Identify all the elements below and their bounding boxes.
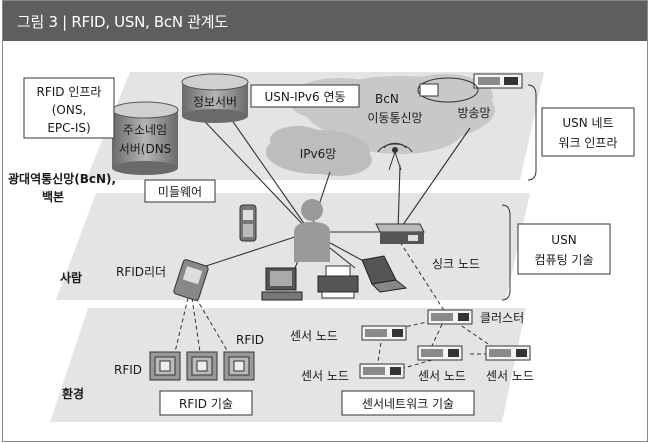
- rfid-infra-label: (ONS,: [52, 103, 87, 117]
- mobile-net-label: 이동통신망: [367, 111, 422, 125]
- pda-reader-icon: [173, 259, 209, 301]
- backbone-label: 광대역통신망(BcN),: [8, 171, 116, 186]
- sensor-node-label: 센서 노드: [486, 369, 534, 383]
- usn-infra-brace: [527, 84, 537, 181]
- rfid-tech-box: [159, 390, 253, 416]
- sensor-node-icon: [417, 345, 463, 361]
- sensor-network-tech-box: [341, 390, 475, 416]
- usn-network-infra-label: 워크 인프라: [558, 136, 617, 150]
- info-server-label: 정보서버: [193, 95, 237, 109]
- sensor-node-label: 센서 노드: [301, 369, 349, 383]
- sensor-node-icon: [485, 345, 531, 361]
- rfid-infra-box: [23, 77, 115, 139]
- sink-node-device-icon: [375, 223, 425, 244]
- sensor-network-tech-label: 센서네트워크 기술: [362, 397, 454, 411]
- rfid-tag-icon: [186, 351, 218, 381]
- sensor-node-icon: [359, 363, 405, 379]
- desktop-computer-icon: [261, 267, 303, 301]
- laptop-icon: [361, 255, 408, 293]
- figure-title: 그림 3 | RFID, USN, BcN 관계도: [17, 13, 228, 31]
- mobile-antenna-icon: [377, 142, 413, 171]
- bcn-label: BcN: [375, 92, 399, 106]
- person-icon: [294, 199, 330, 262]
- mobile-phone-icon: [239, 204, 257, 242]
- address-server-label: 서버(DNS: [119, 142, 172, 156]
- rfid-tag-icon: [149, 351, 181, 381]
- usn-network-infra-label: USN 네트: [562, 116, 613, 130]
- rfid-reader-label: RFID리더: [116, 265, 166, 279]
- middleware-box: [144, 179, 216, 203]
- ipv6-cloud: [266, 126, 372, 176]
- rfid-label: RFID: [236, 333, 264, 347]
- rfid-label: RFID: [114, 363, 142, 377]
- usn-computing-brace: [501, 204, 511, 301]
- rfid-tag-icon: [223, 351, 255, 381]
- people-layer-label: 사람: [60, 270, 82, 285]
- rfid-tech-label: RFID 기술: [179, 397, 233, 411]
- sink-node-label: 싱크 노드: [432, 257, 480, 271]
- usn-computing-label: 컴퓨팅 기술: [534, 253, 593, 267]
- rfid-infra-label: EPC-IS): [47, 121, 90, 135]
- sensor-node-icon: [361, 325, 407, 341]
- broadcast-net-label: 방송망: [457, 106, 490, 120]
- usn-network-infra-box: [541, 107, 635, 157]
- backbone-label: 백본: [42, 189, 64, 204]
- cluster-node-icon: [427, 309, 473, 325]
- people-layer-plane: [56, 193, 530, 300]
- satellite-tv-icon: [417, 77, 479, 103]
- address-server-label: 주소네임: [123, 123, 167, 137]
- address-server-drum: [111, 101, 179, 175]
- usn-ipv6-box: [250, 84, 360, 108]
- sensor-node-label: 센서 노드: [418, 369, 466, 383]
- middleware-label: 미들웨어: [158, 185, 202, 199]
- usn-computing-box: [517, 223, 611, 275]
- printer-icon: [317, 265, 359, 299]
- info-server-drum: [181, 73, 249, 123]
- rfid-infra-label: RFID 인프라: [37, 85, 102, 99]
- sensor-node-label: 센서 노드: [290, 329, 338, 343]
- ipv6-net-label: IPv6망: [300, 147, 337, 161]
- environment-layer-label: 환경: [62, 386, 84, 401]
- broadcast-device-icon: [473, 73, 523, 89]
- usn-computing-label: USN: [551, 233, 576, 247]
- cluster-label: 클러스터: [480, 311, 524, 325]
- title-bar: 그림 3 | RFID, USN, BcN 관계도: [3, 1, 647, 41]
- usn-ipv6-label: USN-IPv6 연동: [264, 90, 345, 104]
